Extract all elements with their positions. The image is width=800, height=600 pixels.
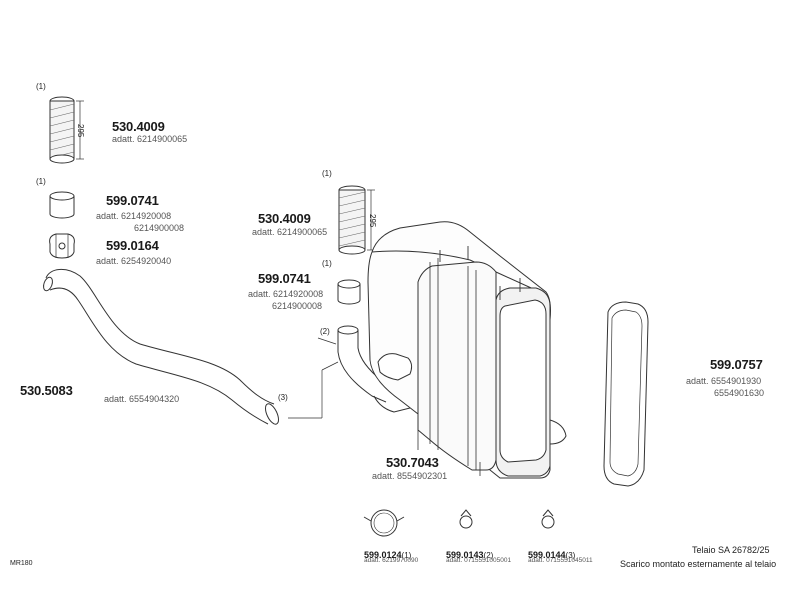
silencer-adatt: adatt. 8554902301 (372, 471, 448, 481)
collar-a (49, 191, 75, 219)
tube-a-adatt: adatt. 6214900065 (112, 134, 188, 144)
collar-a-part-number: 599.0741 (106, 193, 159, 208)
silencer-part-number: 530.7043 (386, 455, 439, 470)
cover-part-number: 599.0757 (710, 357, 763, 372)
cover-plate (603, 301, 649, 487)
small-clamp-1-label: 599.0124(1) (364, 550, 412, 560)
small-clamp-3 (541, 509, 555, 529)
collar-a-adatt: adatt. 6214920008 (96, 211, 172, 221)
tube-a-ref: (1) (36, 82, 46, 91)
tube-b-part-number: 530.4009 (258, 211, 311, 226)
diagram-code: MR180 (10, 560, 33, 567)
clamp-part (49, 233, 75, 259)
pipe-ref: (3) (278, 393, 288, 402)
cover-adatt: adatt. 6554901930 (686, 376, 762, 386)
small-clamp-2-label: 599.0143(2) (446, 550, 494, 560)
small-clamp-1-adatt: adatt. 6219970090 (364, 557, 419, 564)
mounting-note: Scarico montato esternamente al telaio (620, 559, 777, 569)
small-clamp-3-adatt: adatt. 0715551045011 (528, 557, 593, 564)
curved-pipe (43, 269, 279, 425)
frame-label: Telaio SA 26782/25 (692, 545, 770, 555)
tube-b-adatt: adatt. 6214900065 (252, 227, 328, 237)
clamp-part-number: 599.0164 (106, 238, 159, 253)
collar-b-code2: 6214900008 (272, 301, 323, 311)
tube-a-part-number: 530.4009 (112, 119, 165, 134)
small-clamp-3-label: 599.0144(3) (528, 550, 576, 560)
tube-a-dimension: 295 (76, 124, 85, 138)
clamp-adatt: adatt. 6254920040 (96, 256, 172, 266)
silencer-body (367, 221, 567, 479)
tube-b-ref: (1) (322, 169, 332, 178)
small-clamp-2-adatt: adatt. 0715551005001 (446, 557, 512, 564)
cover-code2: 6554901630 (714, 388, 765, 398)
flex-tube-b (338, 185, 375, 255)
collar-b (337, 279, 361, 305)
collar-b-adatt: adatt. 6214920008 (248, 289, 324, 299)
collar-a-ref: (1) (36, 177, 46, 186)
flex-tube-a (49, 96, 84, 164)
collar-b-part-number: 599.0741 (258, 271, 311, 286)
leader-line-3 (288, 361, 339, 419)
collar-b-ref: (1) (322, 259, 332, 268)
elbow-ref: (2) (320, 327, 330, 336)
collar-a-code2: 6214900008 (134, 223, 185, 233)
pipe-part-number: 530.5083 (20, 383, 73, 398)
tube-b-dimension: 295 (368, 214, 377, 228)
pipe-adatt: adatt. 6554904320 (104, 394, 180, 404)
small-clamp-1 (363, 509, 405, 537)
small-clamp-2 (459, 509, 473, 529)
